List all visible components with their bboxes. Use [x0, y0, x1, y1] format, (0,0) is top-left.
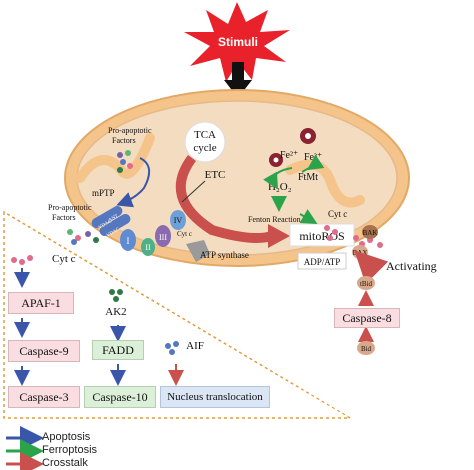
bak-label: BAK — [363, 229, 378, 237]
nucleus-box: Nucleus translocation — [160, 386, 270, 408]
right-cyt-c-label: Cyt c — [328, 209, 347, 219]
fadd-box: FADD — [92, 340, 144, 360]
fe2-label: Fe²⁺ — [280, 150, 298, 161]
activating-label: Activating — [386, 259, 437, 273]
stimuli-arrow — [224, 62, 252, 98]
pro-apoptotic-outer-1: Pro-apoptotic — [48, 203, 92, 212]
pro-apoptotic-outer-2: Factors — [52, 213, 76, 222]
outer-factor-dots — [67, 229, 99, 245]
bid-protein: Bid — [357, 341, 375, 355]
bak-protein: BAK — [362, 225, 378, 239]
legend-apoptosis-label: Apoptosis — [42, 431, 91, 443]
cyt-c-label: Cyt c — [52, 253, 76, 265]
complex-iv-label: IV — [174, 216, 183, 225]
aif-label: AIF — [186, 340, 204, 352]
mitoros-label: mitoROS — [299, 229, 344, 243]
etc-complexes: I II III IV Cyt c — [120, 210, 210, 262]
mptp-release-arrow — [116, 157, 151, 208]
ak2-dots — [109, 289, 123, 302]
complex-i-label: I — [127, 236, 130, 246]
mptp-complex: VDAC ANT VDAC — [91, 206, 131, 239]
tca-label-2: cycle — [193, 142, 216, 154]
caspase10-box: Caspase-10 — [84, 386, 156, 408]
complex-ii-label: II — [145, 243, 151, 252]
fe3-label: Fe³⁺ — [304, 152, 322, 163]
legend-crosstalk: Crosstalk — [42, 457, 88, 469]
cyt-c-dots — [11, 255, 33, 265]
ferritin-particles — [269, 128, 316, 167]
fenton-label: Fenton Reaction — [248, 215, 301, 224]
atp-synthase-label: ATP synthase — [200, 250, 249, 260]
fe-cycle-arrow-left — [263, 167, 293, 190]
mitoros-box — [289, 223, 355, 247]
tca-label-1: TCA — [194, 129, 216, 141]
bid-label: Bid — [361, 345, 372, 353]
stimuli-label: Stimuli — [218, 35, 258, 49]
pro-apoptotic-inner-1: Pro-apoptotic — [108, 126, 152, 135]
vdac2-label: VDAC — [106, 227, 121, 239]
pro-apoptotic-inner-2: Factors — [112, 136, 136, 145]
ant-label: ANT — [108, 214, 119, 223]
tbid-label: tBid — [360, 280, 373, 288]
mitoros-arrowhead — [268, 224, 290, 248]
inner-factor-dots — [117, 150, 133, 173]
complex-iii-label: III — [159, 233, 167, 242]
ak2-label: AK2 — [105, 306, 127, 318]
bax-label: BAX — [353, 249, 368, 257]
activating-arrow — [354, 250, 389, 285]
fe-cycle-arrow-right — [301, 154, 325, 173]
fenton-to-mitoros-arrow — [299, 209, 318, 224]
caspase9-box: Caspase-9 — [8, 340, 80, 362]
caspase3-box: Caspase-3 — [8, 386, 80, 408]
tbid-protein: tBid — [357, 276, 375, 290]
etc-pointer — [181, 180, 206, 203]
apaf1-box: APAF-1 — [8, 292, 74, 314]
legend-crosstalk-label: Crosstalk — [42, 457, 88, 469]
adp-atp-label: ADP/ATP — [304, 257, 341, 267]
etc-label: ETC — [205, 169, 226, 181]
adp-atp-box — [297, 252, 347, 270]
stimuli-burst: Stimuli — [184, 2, 290, 82]
aif-dots — [165, 341, 179, 355]
legend-apoptosis: Apoptosis — [42, 431, 90, 443]
apoptosis-panel-fill — [6, 216, 346, 416]
legend-ferroptosis: Ferroptosis — [42, 444, 97, 456]
tca-to-mitoros-arrow — [175, 155, 274, 243]
h2o2-label: H₂O₂ — [268, 181, 292, 193]
ftmt-label: FtMt — [298, 172, 318, 183]
tca-cycle: TCA cycle — [184, 121, 226, 163]
vdac1-label: VDAC — [98, 219, 113, 231]
etc-cyt-c-label: Cyt c — [177, 230, 192, 238]
caspase8-box: Caspase-8 — [334, 308, 400, 328]
mptp-label: mPTP — [92, 188, 115, 198]
legend-ferroptosis-label: Ferroptosis — [42, 444, 98, 456]
